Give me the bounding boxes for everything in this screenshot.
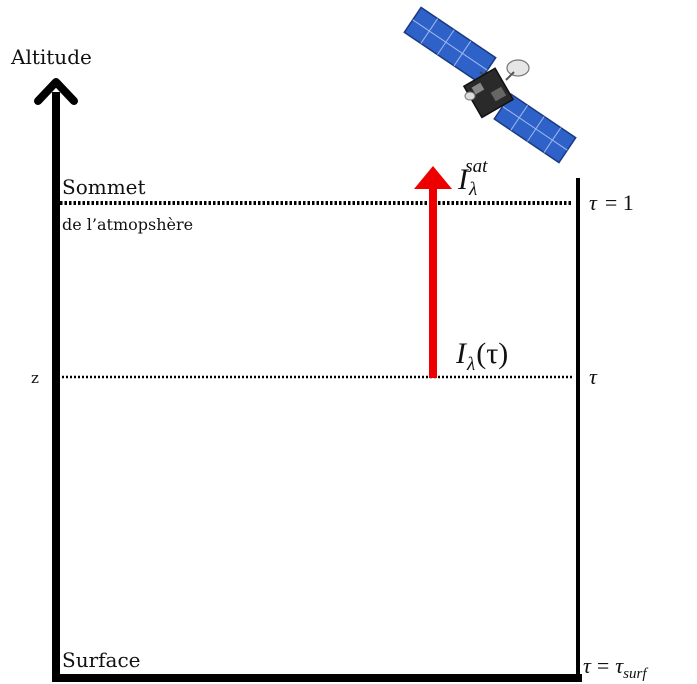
radiance-arrow-head: [414, 166, 452, 189]
top-level-label-line1: Sommet: [62, 175, 146, 199]
level-tau-label: τ: [589, 364, 598, 389]
top-tau-label: τ= 1: [589, 190, 634, 215]
top-level-label-line2: de l’atmopshère: [62, 215, 193, 234]
surface-label: Surface: [62, 648, 141, 672]
level-z-label: z: [31, 369, 39, 387]
surface-tau-label: τ=τsurf: [583, 653, 648, 682]
intensity-tau-label: Iλ(τ): [455, 337, 508, 375]
satellite-icon: [403, 6, 577, 164]
altitude-axis-arrowhead: [34, 78, 78, 105]
altitude-axis-label: Altitude: [10, 45, 92, 69]
intensity-sat-label: Iλsat: [457, 156, 488, 200]
